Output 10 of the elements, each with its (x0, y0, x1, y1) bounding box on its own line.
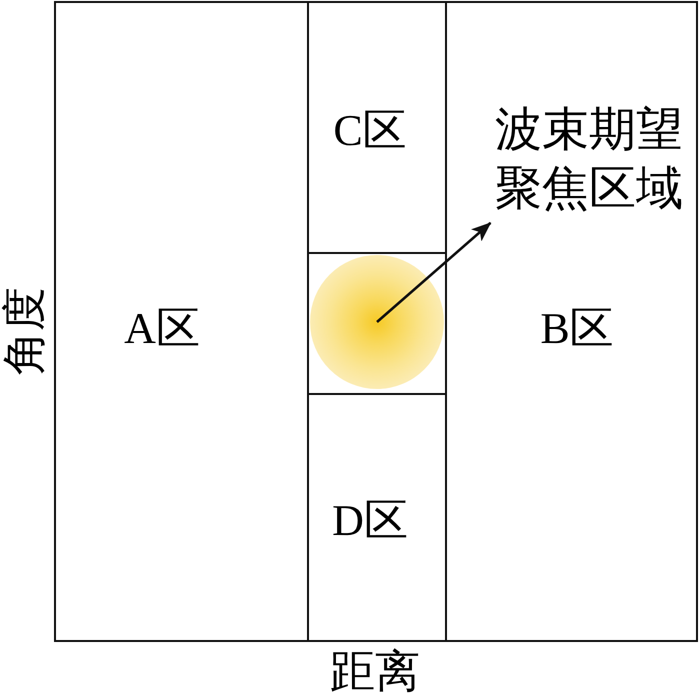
region-label: C区 (333, 109, 407, 153)
region-label: A区 (124, 307, 200, 351)
callout-text: 波束期望聚焦区域 (495, 101, 691, 218)
arrow (376, 222, 492, 323)
region-box (54, 1, 309, 642)
axis-label: 距离 (330, 650, 420, 694)
region-label: D区 (332, 499, 408, 543)
region-box (445, 1, 698, 642)
axis-label: 角度 (3, 287, 47, 375)
region-label: B区 (540, 307, 614, 351)
